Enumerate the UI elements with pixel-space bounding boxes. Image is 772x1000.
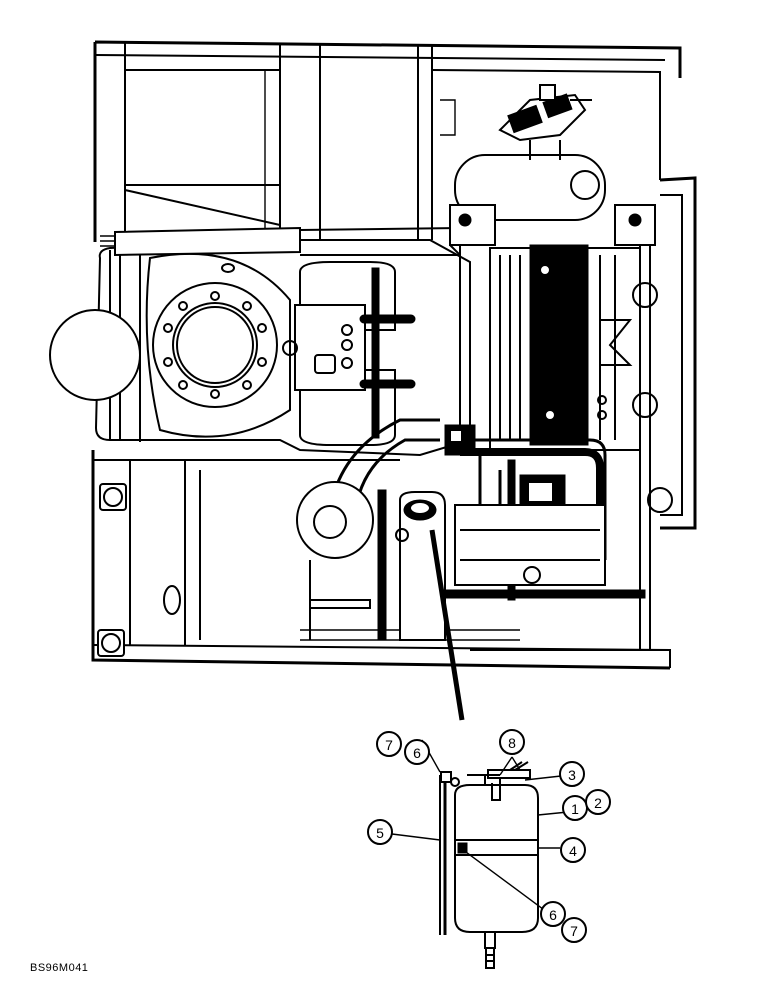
callout-4: 4 <box>560 837 586 863</box>
svg-text:6: 6 <box>413 745 421 761</box>
figure-code: BS96M041 <box>30 962 89 974</box>
svg-text:8: 8 <box>508 735 516 751</box>
radiator-block <box>449 154 673 513</box>
callout-7-top: 7 <box>376 731 402 757</box>
svg-text:7: 7 <box>385 737 393 753</box>
callout-2: 2 <box>585 789 611 815</box>
callout-7-bottom: 7 <box>561 917 587 943</box>
reservoir-in-bay <box>395 491 446 641</box>
svg-text:3: 3 <box>568 767 576 783</box>
top-sensor-assembly <box>498 84 592 160</box>
leader-line <box>429 529 465 721</box>
svg-text:1: 1 <box>571 801 579 817</box>
callout-6-top: 6 <box>404 739 430 765</box>
svg-text:5: 5 <box>376 825 384 841</box>
svg-text:6: 6 <box>549 907 557 923</box>
svg-text:7: 7 <box>570 923 578 939</box>
svg-text:2: 2 <box>594 795 602 811</box>
bolt-holes <box>163 291 267 399</box>
svg-text:4: 4 <box>569 843 577 859</box>
callout-1: 1 <box>562 795 588 821</box>
callout-5: 5 <box>367 819 393 845</box>
callout-8: 8 <box>499 729 525 755</box>
callout-3: 3 <box>559 761 585 787</box>
callout-6-bottom: 6 <box>540 901 566 927</box>
coolant-reservoir-detail <box>391 739 569 969</box>
machine-frame-assembly <box>49 40 697 670</box>
